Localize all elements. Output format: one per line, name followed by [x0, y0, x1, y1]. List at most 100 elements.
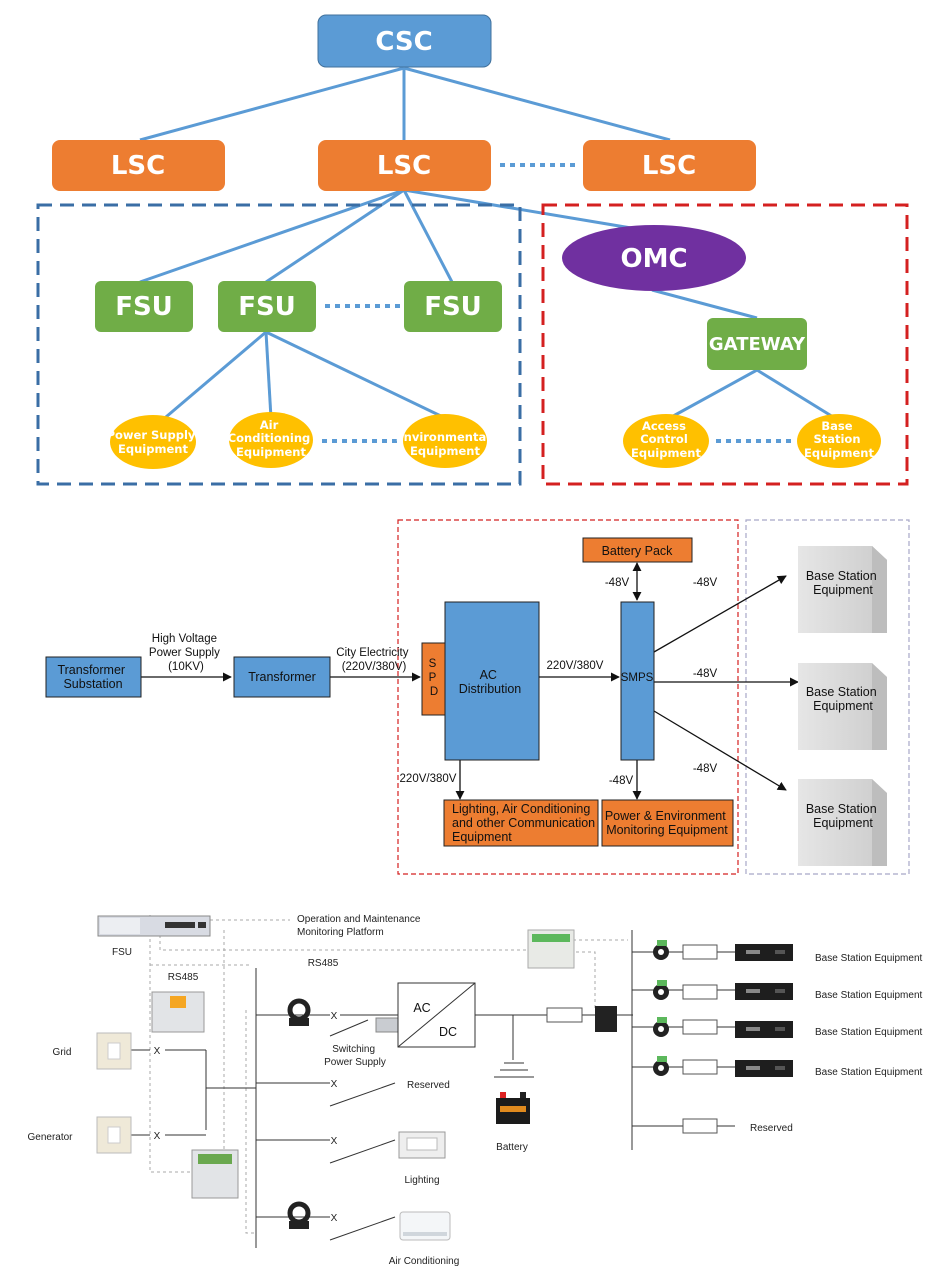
- access-control-equipment-node: Access Control Equipment: [623, 414, 709, 468]
- fuse-icon: [682, 944, 718, 960]
- fsu-node-right: FSU: [404, 281, 502, 332]
- box-label-line: Monitoring Equipment: [606, 823, 728, 837]
- box-label-line: Distribution: [459, 682, 522, 696]
- reserved-caption: Reserved: [750, 1123, 793, 1134]
- svg-text:S P D: S P D: [429, 658, 440, 698]
- base-station-caption: Base Station Equipment: [815, 953, 923, 964]
- box-label-line: Base Station: [806, 802, 877, 816]
- smps-down-voltage-label: -48V: [609, 775, 634, 787]
- fuse-icon: [682, 984, 718, 1000]
- meter-module-icon: [191, 1149, 239, 1199]
- ac-distribution-box: AC Distribution: [444, 601, 540, 761]
- breaker-mark: X: [331, 1136, 338, 1147]
- rs485-caption: RS485: [168, 972, 199, 983]
- base-station-cube: Base Station Equipment: [798, 546, 887, 633]
- box-label-line: and other Communication: [452, 816, 595, 830]
- fsu-label: FSU: [238, 292, 296, 322]
- svg-text:Air Conditioning: Air Conditioning Equipment: [228, 418, 315, 459]
- meter-module-icon: [151, 991, 205, 1033]
- fsu-label: FSU: [424, 292, 482, 322]
- device-label-line: Environmental: [396, 430, 490, 444]
- device-label-line: Air: [260, 418, 279, 432]
- svg-text:Access Control: Access Control Equipment: [631, 419, 701, 460]
- csc-node: CSC: [317, 14, 492, 68]
- fsu-caption: FSU: [112, 947, 132, 958]
- branch-ct-sensor-icon: [653, 1017, 669, 1037]
- bus-lines: [130, 930, 735, 1248]
- box-label-line: Power & Environment: [605, 809, 726, 823]
- wiring-section: FSU Operation and Maintenance Monitoring…: [27, 914, 922, 1267]
- generator-caption: Generator: [27, 1132, 73, 1143]
- label-line: Operation and Maintenance: [297, 914, 421, 925]
- branch-ct-sensor-icon: [653, 980, 669, 1000]
- lighting-caption: Lighting: [404, 1175, 439, 1186]
- platform-caption: Operation and Maintenance Monitoring Pla…: [297, 914, 423, 938]
- breaker-mark: X: [154, 1046, 161, 1057]
- box-label-line: Equipment: [813, 583, 873, 597]
- spd-letter: S: [429, 658, 437, 670]
- gateway-label: GATEWAY: [709, 334, 806, 355]
- lsc-label: LSC: [111, 151, 165, 181]
- transformer-label: Transformer: [248, 670, 316, 684]
- box-label-line: Equipment: [452, 830, 512, 844]
- device-label-line: Conditioning: [228, 431, 311, 445]
- box-label-line: Equipment: [813, 699, 873, 713]
- output-voltage-label: -48V: [693, 668, 718, 680]
- fuse-icon: [682, 1118, 718, 1134]
- power-supply-equipment-node: Power Supply Equipment: [107, 415, 196, 469]
- current-transformer-icon: [96, 1116, 132, 1154]
- device-label-line: Equipment: [410, 444, 480, 458]
- base-station-caption: Base Station Equipment: [815, 1027, 923, 1038]
- transformer-box: Transformer: [233, 656, 331, 698]
- air-conditioner-icon: [399, 1211, 451, 1241]
- output-voltage-label: -48V: [693, 577, 718, 589]
- csc-label: CSC: [375, 27, 432, 57]
- svg-text:Base Station Equipment: Base Station Equipment: [806, 569, 880, 597]
- rack-unit-icon: [735, 944, 793, 961]
- rack-unit-icon: [735, 983, 793, 1000]
- rs485-caption: RS485: [308, 958, 339, 969]
- power-environment-monitoring-box: Power & Environment Monitoring Equipment: [601, 799, 734, 847]
- label-line: Power Supply: [149, 647, 220, 659]
- label-line: City Electricity: [336, 647, 408, 659]
- device-label-line: Equipment: [804, 446, 874, 460]
- device-label-line: Station: [813, 432, 860, 446]
- label-line: Monitoring Platform: [297, 927, 384, 938]
- box-label-line: Base Station: [806, 569, 877, 583]
- svg-text:Environmental Equipmen: Environmental Equipment: [396, 430, 494, 458]
- device-label-line: Power Supply: [107, 428, 196, 442]
- lighting-ac-communication-box: Lighting, Air Conditioning and other Com…: [443, 799, 599, 847]
- smps-label: SMPS: [621, 672, 654, 684]
- device-label-line: Control: [640, 432, 688, 446]
- battery-pack-box: Battery Pack: [582, 537, 693, 563]
- svg-text:Base Station Equipment: Base Station Equipment: [806, 685, 880, 713]
- device-label-line: Equipment: [118, 442, 188, 456]
- dc-meter-module-icon: [527, 929, 575, 969]
- rack-unit-icon: [735, 1060, 793, 1077]
- lsc-node-center: LSC: [318, 140, 491, 191]
- breaker-mark: X: [154, 1131, 161, 1142]
- grid-caption: Grid: [53, 1047, 72, 1058]
- base-station-frame: [745, 519, 910, 875]
- fuse-icon: [546, 1007, 583, 1023]
- air-conditioning-caption: Air Conditioning: [389, 1256, 460, 1267]
- ac-down-voltage-label: 220V/380V: [400, 773, 457, 785]
- gateway-node: GATEWAY: [707, 318, 807, 370]
- switching-power-caption: Switching Power Supply: [324, 1044, 386, 1068]
- ac-dc-converter: AC DC: [397, 982, 476, 1048]
- label-line: (10KV): [168, 661, 204, 673]
- battery-voltage-label: -48V: [605, 577, 630, 589]
- air-conditioning-equipment-node: Air Conditioning Equipment: [228, 412, 315, 468]
- spd-letter: D: [430, 686, 438, 698]
- base-station-cube: Base Station Equipment: [798, 779, 887, 866]
- ct-sensor-icon: [287, 1201, 311, 1229]
- base-station-equipment-node: Base Station Equipment: [797, 414, 881, 468]
- omc-label: OMC: [620, 244, 687, 274]
- ct-sensor-icon: [287, 998, 311, 1026]
- device-label-line: Equipment: [631, 446, 701, 460]
- spd-box: S P D: [421, 642, 446, 716]
- dc-label: DC: [439, 1025, 457, 1039]
- lighting-fixture-icon: [398, 1131, 446, 1159]
- fsu-node-left: FSU: [95, 281, 193, 332]
- box-label-line: Base Station: [806, 685, 877, 699]
